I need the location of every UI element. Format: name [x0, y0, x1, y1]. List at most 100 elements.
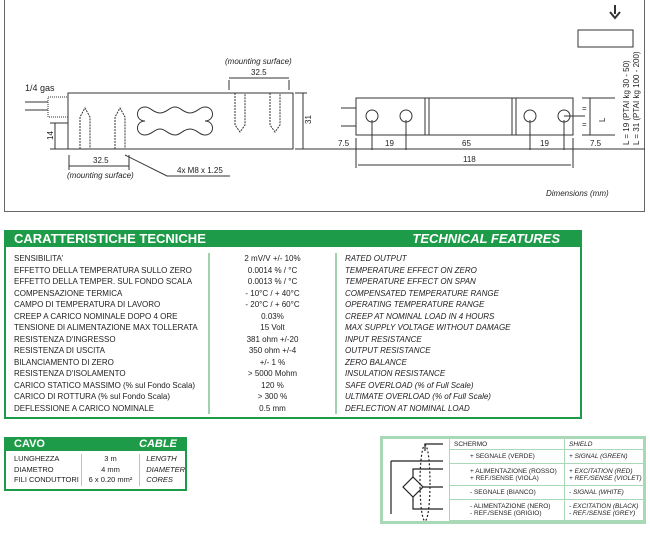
svg-text:(mounting surface): (mounting surface)	[225, 57, 292, 66]
spec-label-it: CREEP A CARICO NOMINALE DOPO 4 ORE	[14, 311, 178, 321]
svg-text:31: 31	[304, 115, 313, 124]
spec-label-en: CREEP AT NOMINAL LOAD IN 4 HOURS	[345, 311, 495, 321]
svg-text:32.5: 32.5	[93, 156, 109, 165]
wiring-text: + SIGNAL (GREEN)	[569, 453, 628, 460]
spec-label-en: ULTIMATE OVERLOAD (% of Full Scale)	[345, 392, 491, 401]
wiring-text: + REF./SENSE (VIOLET)	[569, 474, 642, 482]
svg-text:7.5: 7.5	[338, 139, 350, 148]
svg-text:Dimensions (mm): Dimensions (mm)	[546, 189, 609, 198]
spec-label-it: COMPENSAZIONE TERMICA	[14, 288, 123, 298]
spec-label-it: RESISTENZA D'ISOLAMENTO	[14, 369, 126, 378]
wiring-text: - REF./SENSE (GRIGIO)	[470, 510, 542, 517]
wiring-table: SCHERMO SHIELD + SEGNALE (VERDE) + SIGNAL (…	[449, 439, 643, 521]
wiring-text: + ALIMENTAZIONE (ROSSO)	[470, 467, 557, 475]
cable-label-it: DIAMETRO	[14, 464, 54, 474]
cable-value: 4 mm	[101, 464, 120, 474]
spec-value: - 20°C / + 60°C	[245, 300, 300, 309]
svg-text:=: =	[582, 120, 587, 129]
spec-value: 15 Volt	[260, 323, 285, 332]
cable-label-it: LUNGHEZZA	[14, 454, 60, 463]
svg-text:4x M8 x 1.25: 4x M8 x 1.25	[177, 166, 223, 175]
spec-label-it: CARICO DI ROTTURA (% sul Fondo Scala)	[14, 392, 171, 401]
svg-text:L = 19 (PTAI kg 30 - 50): L = 19 (PTAI kg 30 - 50)	[622, 60, 631, 145]
spec-value: 0.5 mm	[259, 403, 286, 413]
spec-value: 2 mV/V +/- 10%	[244, 254, 301, 263]
svg-text:(mounting surface): (mounting surface)	[67, 171, 134, 180]
wiring-cell-en: + SIGNAL (GREEN)	[564, 450, 643, 464]
wiring-text: - EXCITATION (BLACK)	[569, 503, 639, 510]
wiring-text: - SEGNALE (BIANCO)	[470, 489, 536, 496]
technical-features-table: CARATTERISTICHE TECNICHE TECHNICAL FEATUR…	[4, 230, 582, 419]
spec-label-en: TEMPERATURE EFFECT ON ZERO	[345, 265, 477, 275]
wiring-diagram: SCHERMO SHIELD + SEGNALE (VERDE) + SIGNAL (…	[380, 436, 646, 524]
wiring-cell-it: - SEGNALE (BIANCO)	[449, 486, 564, 500]
spec-label-en: OPERATING TEMPERATURE RANGE	[345, 300, 485, 309]
wiring-cell-en: - EXCITATION (BLACK)- REF./SENSE (GREY)	[564, 500, 643, 521]
spec-label-en: RATED OUTPUT	[345, 254, 407, 263]
svg-text:19: 19	[385, 139, 394, 148]
svg-text:L: L	[598, 117, 607, 122]
spec-label-it: BILANCIAMENTO DI ZERO	[14, 357, 114, 367]
spec-label-en: TEMPERATURE EFFECT ON SPAN	[345, 277, 476, 286]
spec-value: 350 ohm +/-4	[248, 346, 297, 355]
spec-col-english: RATED OUTPUT TEMPERATURE EFFECT ON ZERO TE…	[337, 253, 511, 414]
svg-text:=: =	[582, 104, 587, 113]
wiring-text: - ALIMENTAZIONE (NERO)	[470, 503, 551, 510]
spec-label-it: SENSIBILITA'	[14, 254, 64, 263]
wiring-cell-it: + SEGNALE (VERDE)	[449, 450, 564, 464]
wiring-text: SCHERMO	[454, 440, 488, 448]
spec-value: > 300 %	[257, 392, 288, 401]
spec-value: > 5000 Mohm	[247, 369, 298, 378]
cable-label-en: CORES	[146, 475, 173, 484]
spec-label-en: MAX SUPPLY VOLTAGE WITHOUT DAMAGE	[345, 323, 511, 332]
wiring-text: SHIELD	[569, 440, 593, 448]
svg-text:L = 31 (PTAI kg 100 - 200): L = 31 (PTAI kg 100 - 200)	[632, 51, 641, 145]
spec-title-it: CARATTERISTICHE TECNICHE	[14, 231, 206, 246]
wiring-text: + EXCITATION (RED)	[569, 467, 633, 475]
spec-label-it: CARICO STATICO MASSIMO (% sul Fondo Scal…	[14, 380, 196, 390]
spec-label-en: OUTPUT RESISTANCE	[345, 346, 431, 355]
bridge-circuit-icon	[390, 443, 443, 521]
spec-label-en: DEFLECTION AT NOMINAL LOAD	[345, 403, 470, 413]
wiring-text: + SEGNALE (VERDE)	[470, 453, 535, 460]
spec-label-it: DEFLESSIONE A CARICO NOMINALE	[14, 403, 155, 413]
spec-title-en: TECHNICAL FEATURES	[412, 231, 560, 246]
load-cell-drawing: 1/4 gas (mounting surface) 32.5 32.5 (mo…	[25, 5, 645, 198]
wiring-cell-it: - ALIMENTAZIONE (NERO)- REF./SENSE (GRIG…	[449, 500, 564, 521]
cable-value: 3 m	[104, 454, 117, 463]
cable-label-en: LENGTH	[146, 454, 177, 463]
wiring-cell-en: - SIGNAL (WHITE)	[564, 486, 643, 500]
cable-label-it: FILI CONDUTTORI	[14, 475, 79, 484]
spec-label-en: INPUT RESISTANCE	[345, 334, 422, 344]
wiring-cell-en: + EXCITATION (RED)+ REF./SENSE (VIOLET)	[564, 464, 643, 486]
dimension-drawing: 1/4 gas (mounting surface) 32.5 32.5 (mo…	[4, 0, 645, 212]
spec-label-en: COMPENSATED TEMPERATURE RANGE	[345, 288, 499, 298]
svg-text:7.5: 7.5	[590, 139, 602, 148]
spec-value: 0.0014 % / °C	[247, 265, 298, 275]
spec-col-italian: SENSIBILITA' EFFETTO DELLA TEMPERATURA SU…	[6, 253, 210, 414]
svg-text:118: 118	[463, 155, 476, 164]
svg-text:19: 19	[540, 139, 549, 148]
wiring-cell-en: SHIELD	[564, 439, 643, 450]
cable-value: 6 x 0.20 mm²	[88, 475, 133, 484]
spec-value: 120 %	[261, 380, 284, 390]
spec-label-en: SAFE OVERLOAD (% of Full Scale)	[345, 380, 474, 390]
cable-label-en: DIAMETER	[146, 464, 185, 474]
spec-label-it: EFFETTO DELLA TEMPER. SUL FONDO SCALA	[14, 277, 193, 286]
spec-label-it: CAMPO DI TEMPERATURA DI LAVORO	[14, 300, 161, 309]
spec-value: +/- 1 %	[259, 357, 286, 367]
cable-title-en: CABLE	[139, 438, 177, 450]
spec-label-it: EFFETTO DELLA TEMPERATURA SULLO ZERO	[14, 265, 192, 275]
spec-label-en: INSULATION RESISTANCE	[345, 369, 446, 378]
svg-text:32.5: 32.5	[251, 68, 267, 77]
spec-value: 0.03%	[261, 311, 284, 321]
wiring-cell-it: SCHERMO	[449, 439, 564, 450]
spec-label-it: TENSIONE DI ALIMENTAZIONE MAX TOLLERATA	[14, 323, 198, 332]
spec-label-it: RESISTENZA DI USCITA	[14, 346, 105, 355]
svg-text:65: 65	[462, 139, 471, 148]
